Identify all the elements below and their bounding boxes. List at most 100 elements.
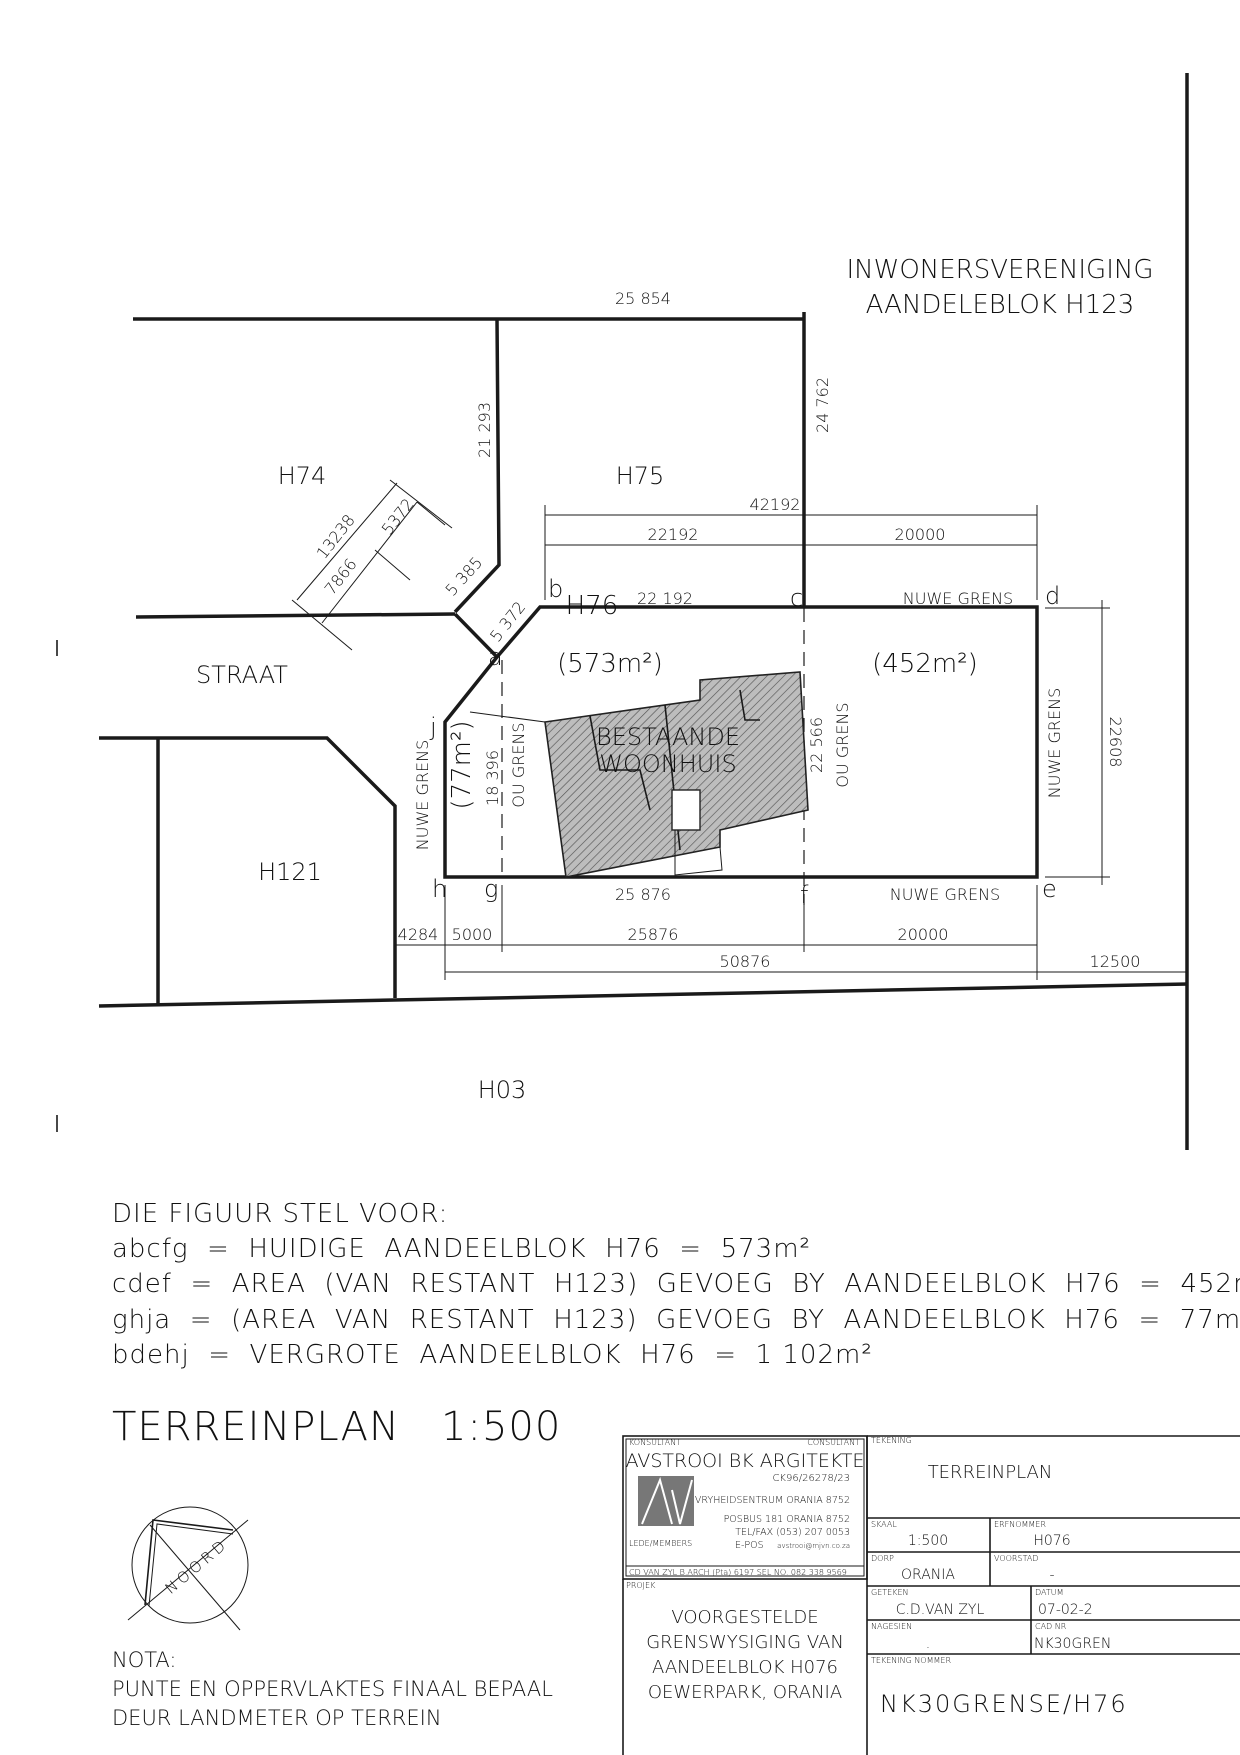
firm-name: AVSTROOI BK ARGITEKTE: [626, 1450, 865, 1472]
plan-labels: INWONERSVERENIGING AANDELEBLOK H123 H74 …: [196, 255, 1153, 1104]
existing-house: BESTAANDE WOONHUIS: [469, 671, 809, 878]
erf-value: H076: [1033, 1533, 1070, 1549]
house-label-1: BESTAANDE: [596, 723, 740, 751]
nota-line-1: PUNTE EN OPPERVLAKTES FINAAL BEPAAL: [112, 1677, 553, 1701]
point-d: d: [1045, 582, 1060, 610]
legend-line: bdehj = VERGROTE AANDEELBLOK H76 = 1 102…: [112, 1340, 873, 1370]
voorstad-value: -: [1049, 1567, 1054, 1583]
dimension-lines: [291, 479, 1188, 980]
street-north-line: [135, 612, 456, 619]
house-label-2: WOONHUIS: [599, 750, 736, 778]
nagesien-value: .: [926, 1636, 930, 1652]
konsultant-label: KONSULTANT: [629, 1438, 681, 1447]
firm-reg-no: CK96/26278/23: [772, 1473, 850, 1484]
house-porch: [674, 830, 723, 876]
street-label: STRAAT: [196, 661, 288, 689]
cad-value: NK30GREN: [1034, 1636, 1111, 1652]
consultant-label: CONSULTANT: [807, 1438, 860, 1447]
dim-42192: 42192: [750, 495, 801, 514]
legend: DIE FIGUUR STEL VOOR: abcfg = HUIDIGE AA…: [112, 1199, 1240, 1450]
project-line: OEWERPARK, ORANIA: [648, 1682, 842, 1703]
house-stair: [671, 789, 701, 831]
member-line: CD VAN ZYL B.ARCH (Pta) 6197 SEL NO. 082…: [629, 1568, 847, 1577]
members-label: LEDE/MEMBERS: [629, 1539, 692, 1548]
point-b: b: [548, 575, 563, 603]
neighbour-title-1: INWONERSVERENIGING: [847, 255, 1154, 285]
dim-22192: 22192: [648, 525, 699, 544]
old-boundary-label-g: OU GRENS: [509, 722, 528, 807]
dim-22608: 22608: [1106, 717, 1125, 768]
legend-line: abcfg = HUIDIGE AANDEELBLOK H76 = 573m²: [112, 1234, 811, 1264]
dorp-value: ORANIA: [901, 1567, 955, 1583]
datum-label: DATUM: [1035, 1588, 1064, 1597]
tekening-nommer-label: TEKENING NOMMER: [871, 1656, 951, 1665]
dim-25876: 25876: [628, 925, 679, 944]
project-line: AANDEELBLOK H076: [652, 1657, 838, 1678]
dim-4284: 4284: [398, 925, 439, 944]
area-77: (77m²): [447, 720, 477, 809]
firm-telfax: TEL/FAX (053) 207 0053: [735, 1527, 850, 1538]
voorstad-label: VOORSTAD: [994, 1554, 1038, 1563]
old-boundary-label-cf: OU GRENS: [833, 702, 852, 787]
dorp-label: DORP: [871, 1554, 894, 1563]
geteken-value: C.D.VAN ZYL: [896, 1602, 985, 1618]
firm-email: avstrooi@mjvn.co.za: [777, 1542, 850, 1550]
neighbour-title-2: AANDELEBLOK H123: [866, 290, 1135, 320]
dim-bc: 22 192: [637, 589, 693, 608]
dim-h75-right: 24 762: [813, 377, 832, 433]
property-boundaries: [56, 73, 1189, 1150]
dim-5372: 5 372: [486, 598, 529, 646]
dim-hf: 25 876: [615, 885, 671, 904]
house-extension-line: [469, 711, 546, 723]
dim-20000-bottom: 20000: [898, 925, 949, 944]
dim-top: 25 854: [615, 289, 671, 308]
h74-h75-line: [453, 318, 501, 614]
datum-value: 07-02-2: [1038, 1602, 1093, 1618]
h76-enlarged-boundary: [443, 605, 1039, 879]
area-573: (573m²): [557, 649, 663, 679]
point-c: c: [790, 584, 803, 612]
dim-20000-top: 20000: [895, 525, 946, 544]
legend-line: ghja = (AREA VAN RESTANT H123) GEVOEG BY…: [112, 1305, 1240, 1335]
dim-22566: 22 566: [807, 717, 826, 773]
epos-label: E-POS: [735, 1540, 764, 1551]
title-block: KONSULTANT CONSULTANT AVSTROOI BK ARGITE…: [622, 1435, 1240, 1755]
tekening-nommer-value: NK30GRENSE/H76: [880, 1690, 1128, 1718]
nota: NOTA: PUNTE EN OPPERVLAKTES FINAAL BEPAA…: [112, 1648, 553, 1730]
point-f: f: [800, 881, 809, 909]
lot-h121: H121: [258, 858, 322, 886]
firm-address-1: VRYHEIDSENTRUM ORANIA 8752: [695, 1495, 850, 1506]
new-boundary-label-bottom: NUWE GRENS: [890, 885, 1000, 904]
area-452: (452m²): [872, 649, 978, 679]
point-h: h: [432, 875, 447, 903]
house-wall: [739, 689, 760, 721]
nota-line-2: DEUR LANDMETER OP TERREIN: [112, 1706, 442, 1730]
point-a: a: [488, 643, 503, 671]
h121-boundary: [99, 736, 397, 998]
point-g: g: [484, 875, 498, 903]
dim-50876: 50876: [720, 952, 771, 971]
new-boundary-label-right: NUWE GRENS: [1045, 688, 1064, 798]
dim-5372-small: 5372: [378, 495, 418, 539]
dim-h74-h75: 21 293: [475, 402, 494, 458]
street-corner-line: [453, 612, 499, 659]
geteken-label: GETEKEN: [871, 1588, 908, 1597]
firm-logo: [638, 1476, 694, 1526]
erf-label: ERFNOMMER: [994, 1520, 1046, 1529]
lot-h74: H74: [278, 462, 327, 490]
firm-address-2: POSBUS 181 ORANIA 8752: [724, 1514, 850, 1525]
bottom-boundary-line: [98, 982, 1189, 1008]
skaal-value: 1:500: [908, 1533, 948, 1549]
projek-label: PROJEK: [626, 1581, 656, 1590]
dim-12500: 12500: [1090, 952, 1141, 971]
dim-5385: 5 385: [442, 553, 487, 600]
point-j: j: [429, 713, 437, 741]
dim-18396: 18 396: [483, 750, 502, 806]
lot-h03: H03: [478, 1076, 527, 1104]
house-wall: [589, 715, 651, 811]
dim-5000: 5000: [452, 925, 493, 944]
north-arrow-icon: NOORD: [127, 1506, 249, 1631]
house-footprint: [544, 671, 809, 878]
lot-h75: H75: [616, 462, 665, 490]
